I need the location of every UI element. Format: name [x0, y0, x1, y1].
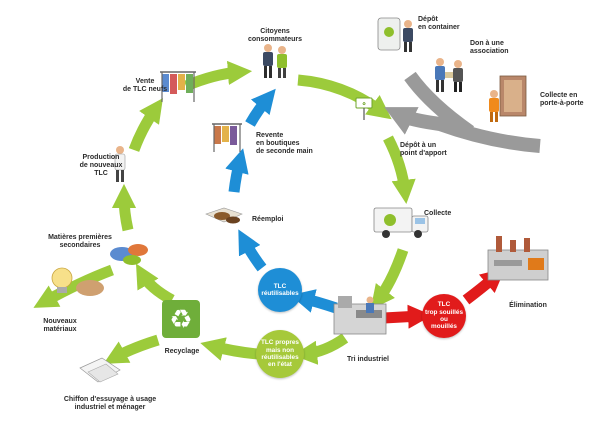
sorting-machine-icon — [333, 296, 387, 335]
label-citizens: Citoyens consommateurs — [247, 28, 303, 44]
rags-icon — [79, 357, 121, 383]
arrow-sorting-to-soiled — [383, 304, 433, 329]
arrow-resale-to-citizens — [245, 88, 276, 127]
svg-text:♻: ♻ — [169, 305, 192, 335]
blue-reuse-arrows — [225, 88, 338, 314]
arrow-drop-point-to-collection — [383, 135, 416, 205]
label-industrial-sorting: Tri industriel — [346, 356, 389, 363]
shoes-icon — [205, 207, 243, 224]
bubble-reusable: TLC réutilisables — [258, 268, 302, 312]
arrow-reuse-to-resale — [225, 148, 249, 193]
grey-collection-arrow — [384, 71, 541, 153]
label-secondary-materials: Matières premières secondaires — [48, 234, 112, 250]
drop-point-sign-icon: ♻ — [355, 97, 373, 120]
label-recycling: Recyclage — [164, 348, 200, 355]
clothes-rack-icon — [212, 123, 242, 152]
arrow-citizens-to-drop-point — [297, 74, 392, 120]
label-donation: Don à une association — [470, 40, 509, 56]
label-reuse: Réemploi — [252, 216, 284, 223]
label-container-drop: Dépôt en container — [418, 16, 460, 32]
arrow-recycling-to-materials — [135, 263, 175, 305]
bubble-soiled: TLC trop souillés ou mouillés — [422, 294, 466, 338]
arrow-collection-to-sorting — [370, 248, 409, 310]
bubble-non-reusable: TLC propres mais non réutilisables en l'… — [256, 330, 304, 378]
arrow-recycling-to-rags — [103, 334, 160, 364]
recycle-icon: ♻ — [162, 300, 200, 338]
arrow-reusable-to-reuse — [238, 229, 267, 272]
van-icon — [373, 207, 429, 238]
svg-text:♻: ♻ — [362, 101, 366, 106]
people-icon — [263, 44, 287, 78]
people-icon — [114, 146, 126, 182]
label-sale-new: Vente de TLC neufs — [122, 78, 168, 94]
materials-icon — [110, 244, 148, 265]
people-icon — [435, 58, 463, 92]
clothes-rack-icon — [160, 71, 196, 102]
arrow-sorting-to-nonreusable — [292, 333, 349, 365]
door-icon — [489, 75, 527, 122]
label-production: Production de nouveaux TLC — [79, 154, 123, 178]
label-wiping-rags: Chiffon d'essuyage à usage industriel et… — [63, 396, 157, 412]
label-door-collection: Collecte en porte-à-porte — [540, 92, 584, 108]
label-collection: Collecte — [424, 210, 452, 217]
container-icon — [377, 17, 413, 52]
label-drop-point: Dépôt à un point d'apport — [400, 142, 447, 158]
factory-icon — [487, 236, 549, 281]
arrow-sorting-to-reusable — [290, 289, 338, 314]
arrow-production-to-sale — [128, 98, 163, 152]
label-resale: Revente en boutiques de seconde main — [256, 132, 313, 156]
lightbulb-icon — [51, 267, 104, 296]
label-elimination: Élimination — [509, 302, 547, 309]
label-new-materials: Nouveaux matériaux — [43, 318, 77, 334]
arrow-nonreusable-to-recycling — [200, 337, 259, 361]
arrow-materials-to-production — [111, 183, 137, 232]
